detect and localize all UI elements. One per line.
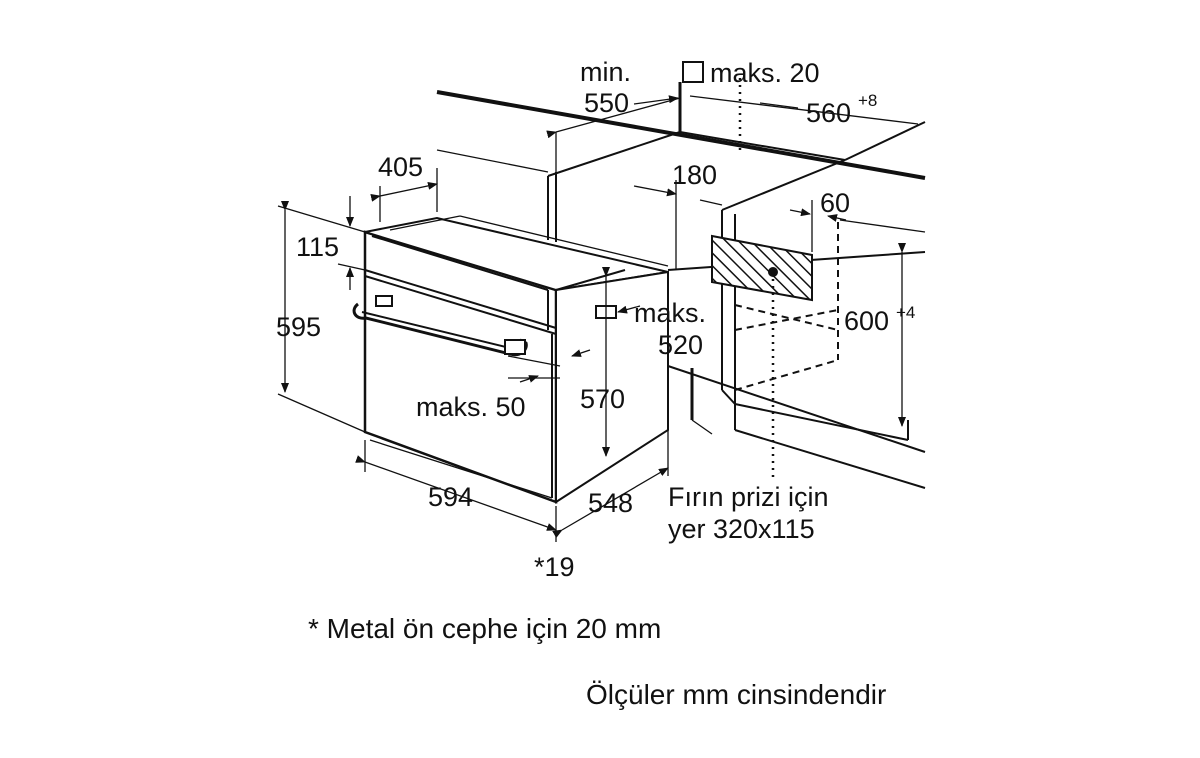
label-560-tolerance: +8	[858, 91, 877, 110]
dimension-lines	[277, 95, 926, 542]
label-min: min.	[580, 57, 631, 87]
label-548: 548	[588, 488, 633, 518]
label-600-tolerance: +4	[896, 303, 915, 322]
cabinet-niche	[547, 159, 926, 489]
label-maks-50: maks. 50	[416, 392, 526, 422]
oven-handle	[352, 295, 528, 357]
label-520: 520	[658, 330, 703, 360]
label-maks-20: maks. 20	[710, 58, 820, 88]
dimension-labels: min. 550 maks. 20 560 +8 405 180 60 115 …	[276, 57, 915, 582]
socket-label-line2: yer 320x115	[668, 514, 815, 544]
label-600: 600	[844, 306, 889, 336]
label-594: 594	[428, 482, 473, 512]
label-595: 595	[276, 312, 321, 342]
socket-label-line1: Fırın prizi için	[668, 482, 829, 512]
label-180: 180	[672, 160, 717, 190]
countertop	[436, 82, 926, 180]
socket-area	[711, 78, 813, 478]
label-115: 115	[296, 232, 339, 262]
oven-body	[363, 215, 669, 504]
label-maks: maks.	[634, 298, 706, 328]
metal-front-note: * Metal ön cephe için 20 mm	[308, 613, 661, 644]
label-560: 560	[806, 98, 851, 128]
square-symbol-icon	[682, 61, 704, 83]
label-570: 570	[580, 384, 625, 414]
label-star-19: *19	[534, 552, 575, 582]
label-405: 405	[378, 152, 423, 182]
units-note: Ölçüler mm cinsindendir	[586, 679, 886, 710]
label-60: 60	[820, 188, 850, 218]
footnotes: * Metal ön cephe için 20 mm Ölçüler mm c…	[308, 613, 886, 710]
label-550: 550	[584, 88, 629, 118]
